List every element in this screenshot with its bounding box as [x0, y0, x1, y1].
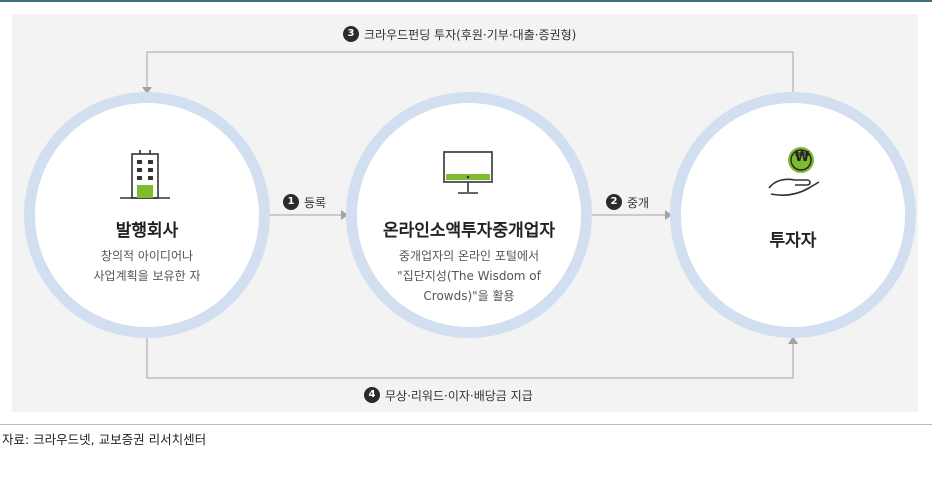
bottom-rule: [0, 424, 932, 425]
issuer-circle: [24, 92, 270, 338]
bottom-flow-line: [146, 338, 794, 379]
step-3-badge: 3: [343, 26, 359, 42]
source-note: 자료: 크라우드넷, 교보증권 리서치센터: [2, 432, 207, 447]
step-1-label: 등록: [304, 196, 327, 210]
portal-desc-line1: 중개업자의 온라인 포털에서: [398, 249, 540, 263]
step-2-label: 중개: [627, 196, 650, 210]
issuer-title: 발행회사: [115, 221, 179, 241]
top-flow-line: [146, 51, 794, 92]
building-icon: [120, 150, 170, 199]
portal-title: 온라인소액투자중개업자: [382, 221, 556, 241]
monitor-icon: [443, 151, 493, 194]
currency-symbol: ₩: [794, 150, 810, 165]
top-rule: [0, 0, 932, 2]
step-4-label: 무상·리워드·이자·배당금 지급: [385, 389, 533, 403]
step-3-label: 크라우드펀딩 투자(후원·기부·대출·증권형): [364, 28, 577, 42]
investor-title: 투자자: [769, 231, 817, 251]
hand-coin-icon: [768, 147, 820, 196]
register-arrowhead: [341, 210, 348, 220]
portal-desc-line3: Crowds)"을 활용: [423, 289, 515, 303]
step-4-badge: 4: [364, 387, 380, 403]
issuer-desc-line2: 사업계획을 보유한 자: [93, 269, 201, 283]
top-arrowhead: [142, 87, 152, 94]
portal-circle: [346, 92, 592, 338]
investor-circle: [670, 92, 916, 338]
issuer-desc-line1: 창의적 아이디어나: [100, 249, 194, 263]
intermediate-arrowhead: [665, 210, 672, 220]
step-2-badge: 2: [606, 194, 622, 210]
portal-desc-line2: "집단지성(The Wisdom of: [397, 269, 541, 283]
step-1-badge: 1: [283, 194, 299, 210]
bottom-arrowhead: [788, 336, 798, 344]
